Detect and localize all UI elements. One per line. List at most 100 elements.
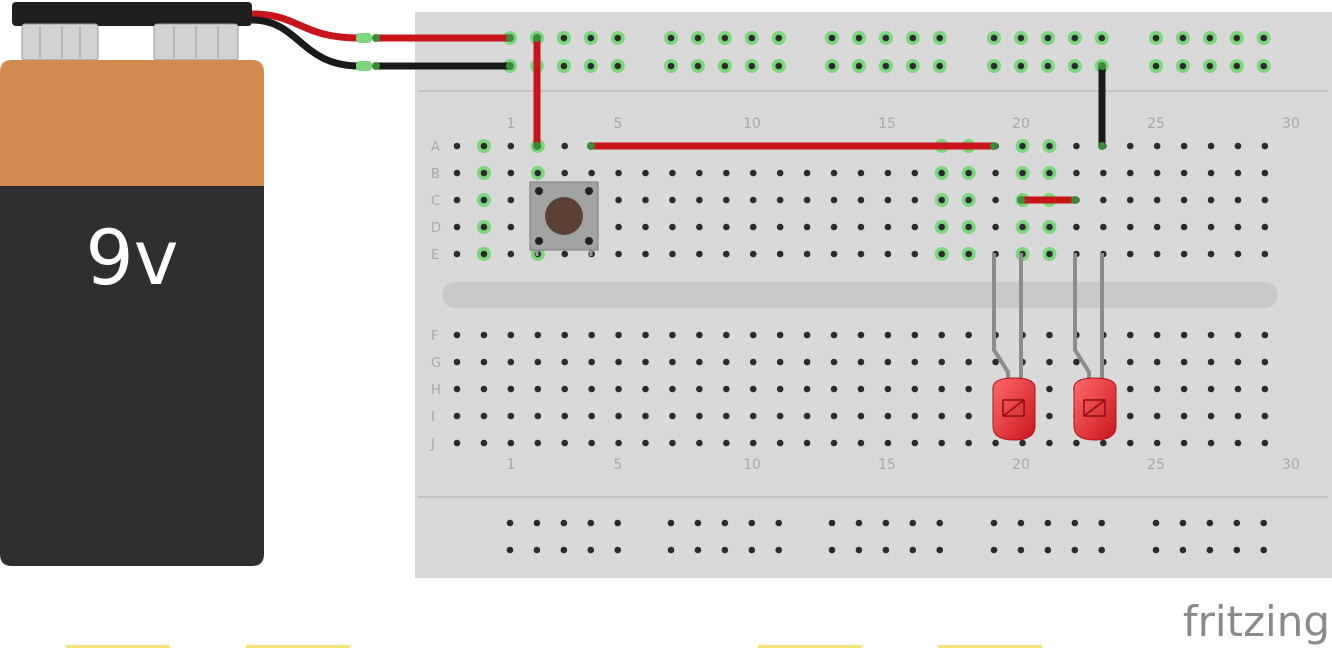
hole-j12[interactable] xyxy=(749,439,757,447)
hole-f6[interactable] xyxy=(588,331,595,339)
battery-9v-icon[interactable]: 9v xyxy=(0,2,264,566)
hole-c14[interactable] xyxy=(803,196,811,204)
rail-hole[interactable] xyxy=(1044,519,1052,527)
hole-g5[interactable] xyxy=(561,358,569,366)
hole-a5[interactable] xyxy=(561,142,569,150)
hole-c8[interactable] xyxy=(642,196,649,204)
hole-i17[interactable] xyxy=(884,412,892,420)
rail-hole[interactable] xyxy=(1017,546,1025,554)
hole-c1[interactable] xyxy=(453,196,461,204)
rail-hole[interactable] xyxy=(721,34,729,42)
hole-a27[interactable] xyxy=(1153,142,1161,150)
hole-c12[interactable] xyxy=(749,196,757,204)
hole-c16[interactable] xyxy=(857,196,865,204)
hole-j30[interactable] xyxy=(1234,439,1242,447)
hole-j8[interactable] xyxy=(642,439,649,447)
rail-hole[interactable] xyxy=(1071,62,1079,70)
hole-h20[interactable] xyxy=(965,385,972,393)
hole-b6[interactable] xyxy=(588,169,595,177)
rail-hole[interactable] xyxy=(721,519,729,527)
hole-e19[interactable] xyxy=(938,250,946,258)
hole-i18[interactable] xyxy=(911,412,919,420)
rail-hole[interactable] xyxy=(909,546,917,554)
hole-e16[interactable] xyxy=(857,250,865,258)
hole-h30[interactable] xyxy=(1234,385,1242,393)
hole-h16[interactable] xyxy=(857,385,865,393)
hole-a29[interactable] xyxy=(1207,142,1215,150)
hole-b27[interactable] xyxy=(1153,169,1161,177)
hole-g21[interactable] xyxy=(992,358,999,366)
hole-e18[interactable] xyxy=(911,250,919,258)
rail-hole[interactable] xyxy=(855,34,863,42)
rail-hole[interactable] xyxy=(1098,34,1106,42)
rail-hole[interactable] xyxy=(855,546,863,554)
hole-d18[interactable] xyxy=(911,223,919,231)
hole-h31[interactable] xyxy=(1261,385,1269,393)
led-icon[interactable] xyxy=(992,253,1036,441)
hole-h8[interactable] xyxy=(642,385,649,393)
hole-d15[interactable] xyxy=(830,223,838,231)
rail-hole[interactable] xyxy=(1071,546,1079,554)
hole-d23[interactable] xyxy=(1046,223,1053,231)
hole-h17[interactable] xyxy=(884,385,892,393)
hole-d29[interactable] xyxy=(1207,223,1215,231)
hole-b7[interactable] xyxy=(615,169,622,177)
hole-g6[interactable] xyxy=(588,358,595,366)
hole-e11[interactable] xyxy=(723,250,730,258)
hole-b1[interactable] xyxy=(453,169,461,177)
hole-j28[interactable] xyxy=(1180,439,1188,447)
hole-g15[interactable] xyxy=(830,358,838,366)
hole-j14[interactable] xyxy=(803,439,811,447)
hole-b30[interactable] xyxy=(1234,169,1242,177)
hole-b8[interactable] xyxy=(642,169,649,177)
hole-d13[interactable] xyxy=(776,223,784,231)
hole-b3[interactable] xyxy=(507,169,515,177)
rail-hole[interactable] xyxy=(775,62,783,70)
hole-c27[interactable] xyxy=(1153,196,1161,204)
hole-g17[interactable] xyxy=(884,358,892,366)
hole-d7[interactable] xyxy=(615,223,622,231)
rail-hole[interactable] xyxy=(882,546,890,554)
rail-hole[interactable] xyxy=(694,62,702,70)
rail-hole[interactable] xyxy=(748,62,756,70)
hole-g23[interactable] xyxy=(1046,358,1053,366)
hole-h12[interactable] xyxy=(749,385,757,393)
hole-b18[interactable] xyxy=(911,169,919,177)
hole-e28[interactable] xyxy=(1180,250,1188,258)
hole-c9[interactable] xyxy=(669,196,676,204)
rail-hole[interactable] xyxy=(748,34,756,42)
hole-d26[interactable] xyxy=(1126,223,1134,231)
hole-b22[interactable] xyxy=(1019,169,1026,177)
rail-hole[interactable] xyxy=(1233,34,1241,42)
hole-e5[interactable] xyxy=(561,250,569,258)
hole-j29[interactable] xyxy=(1207,439,1215,447)
hole-i12[interactable] xyxy=(749,412,757,420)
hole-b17[interactable] xyxy=(884,169,892,177)
rail-hole[interactable] xyxy=(936,546,944,554)
hole-j21[interactable] xyxy=(992,439,999,447)
hole-e8[interactable] xyxy=(642,250,649,258)
hole-a31[interactable] xyxy=(1261,142,1269,150)
hole-h2[interactable] xyxy=(480,385,488,393)
rail-hole[interactable] xyxy=(694,519,702,527)
hole-f2[interactable] xyxy=(480,331,488,339)
rail-hole[interactable] xyxy=(1044,546,1052,554)
hole-i26[interactable] xyxy=(1126,412,1134,420)
rail-hole[interactable] xyxy=(1098,519,1106,527)
hole-i29[interactable] xyxy=(1207,412,1215,420)
rail-hole[interactable] xyxy=(1071,519,1079,527)
hole-d11[interactable] xyxy=(723,223,730,231)
hole-j23[interactable] xyxy=(1046,439,1053,447)
rail-hole[interactable] xyxy=(721,546,729,554)
hole-h5[interactable] xyxy=(561,385,569,393)
rail-hole[interactable] xyxy=(828,62,836,70)
rail-hole[interactable] xyxy=(560,546,568,554)
rail-hole[interactable] xyxy=(1044,62,1052,70)
hole-h19[interactable] xyxy=(938,385,946,393)
hole-j7[interactable] xyxy=(615,439,622,447)
hole-i14[interactable] xyxy=(803,412,811,420)
hole-b5[interactable] xyxy=(561,169,569,177)
hole-d19[interactable] xyxy=(938,223,946,231)
hole-i7[interactable] xyxy=(615,412,622,420)
hole-i4[interactable] xyxy=(534,412,542,420)
